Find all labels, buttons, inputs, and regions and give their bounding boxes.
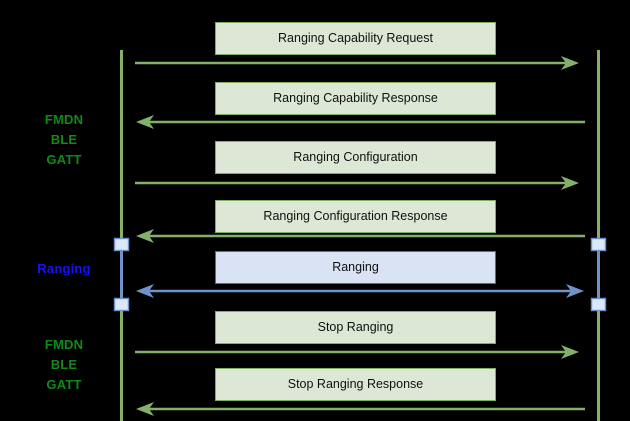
- arrow-ranging-configuration: [135, 176, 579, 190]
- message-box-stop-ranging[interactable]: Stop Ranging: [215, 311, 496, 344]
- message-box-stop-ranging-response[interactable]: Stop Ranging Response: [215, 368, 496, 401]
- message-box-ranging-configuration-response[interactable]: Ranging Configuration Response: [215, 200, 496, 233]
- right-activation-end-handle: [590, 297, 607, 312]
- left-activation-end-handle: [113, 297, 130, 312]
- message-box-ranging-capability-response[interactable]: Ranging Capability Response: [215, 82, 496, 115]
- message-box-ranging-capability-request[interactable]: Ranging Capability Request: [215, 22, 496, 55]
- left-activation-start-handle: [113, 237, 130, 252]
- arrow-ranging: [136, 284, 584, 298]
- message-box-ranging[interactable]: Ranging: [215, 251, 496, 284]
- right-activation-start-handle: [590, 237, 607, 252]
- arrow-ranging-capability-request: [135, 56, 579, 70]
- arrow-stop-ranging: [135, 345, 579, 359]
- arrow-ranging-configuration-response: [136, 229, 585, 243]
- arrow-stop-ranging-response: [136, 402, 585, 416]
- arrow-ranging-capability-response: [136, 115, 585, 129]
- message-box-ranging-configuration[interactable]: Ranging Configuration: [215, 141, 496, 174]
